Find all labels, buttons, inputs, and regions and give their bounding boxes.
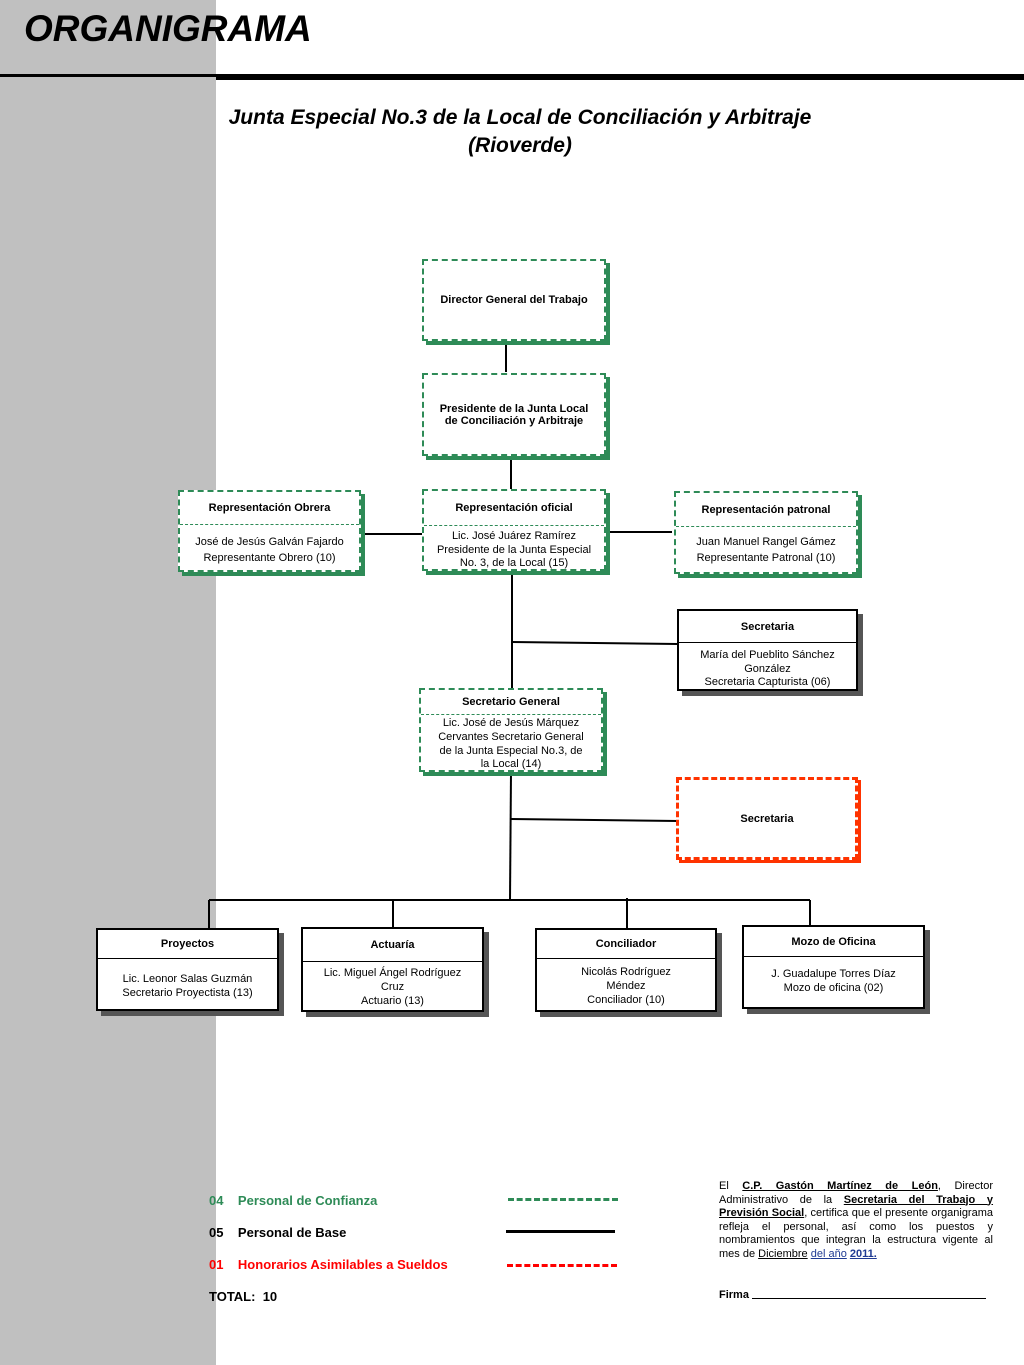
subtitle-line-1: Junta Especial No.3 de la Local de Conci… xyxy=(228,106,812,129)
box-actuaria-name: Lic. Miguel Ángel Rodríguez xyxy=(323,967,462,979)
cert-name: C.P. Gastón Martínez de León xyxy=(742,1180,938,1192)
left-sidebar-band xyxy=(0,0,216,1365)
box-oficial-name: Lic. José Juárez Ramírez xyxy=(451,530,577,542)
legend-base-count: 05 xyxy=(209,1225,224,1240)
box-conciliador-title: Conciliador xyxy=(537,930,715,959)
box-actuaria-name-2: Cruz xyxy=(380,981,405,993)
box-representacion-obrera: Representación Obrera José de Jesús Galv… xyxy=(178,490,361,572)
box-general-name-2: Cervantes Secretario General xyxy=(438,730,584,743)
box-secretaria2-title: Secretaria xyxy=(740,812,794,825)
box-proyectos: Proyectos Lic. Leonor Salas Guzmán Secre… xyxy=(96,928,279,1011)
box-proyectos-role: Secretario Proyectista (13) xyxy=(122,987,253,999)
cert-mes: Diciembre xyxy=(758,1247,808,1260)
box-secretaria1-name-2: González xyxy=(744,662,791,675)
firma-line xyxy=(752,1298,986,1299)
box-mozo-title: Mozo de Oficina xyxy=(744,927,923,957)
box-director-title: Director General del Trabajo xyxy=(440,294,588,306)
box-secretaria1-title: Secretaria xyxy=(679,611,856,643)
box-obrera-name: José de Jesús Galván Fajardo xyxy=(195,536,344,548)
chart-subtitle: Junta Especial No.3 de la Local de Conci… xyxy=(200,104,840,160)
header-rule-left xyxy=(0,74,216,77)
box-general-name: Lic. José de Jesús Márquez xyxy=(442,717,580,729)
box-mozo-role: Mozo de oficina (02) xyxy=(783,982,884,994)
page-title: ORGANIGRAMA xyxy=(24,8,312,49)
conn-secretaria1 xyxy=(511,641,679,645)
box-director-general: Director General del Trabajo xyxy=(422,259,606,341)
box-conciliador: Conciliador Nicolás Rodríguez Méndez Con… xyxy=(535,928,717,1012)
box-actuaria-title: Actuaría xyxy=(303,929,482,962)
box-actuaria: Actuaría Lic. Miguel Ángel Rodríguez Cru… xyxy=(301,927,484,1012)
cert-el: El xyxy=(719,1180,729,1192)
box-presidente-title: Presidente de la Junta Local de Concilia… xyxy=(439,402,589,427)
box-patronal-name: Juan Manuel Rangel Gámez xyxy=(696,536,836,548)
box-secretaria1-role: Secretaria Capturista (06) xyxy=(704,676,831,688)
box-obrera-role: Representante Obrero (10) xyxy=(203,552,336,564)
box-proyectos-title: Proyectos xyxy=(98,930,277,959)
legend-total: TOTAL: 10 xyxy=(209,1289,277,1304)
cert-del-anio: del año xyxy=(810,1247,847,1260)
legend-confianza-count: 04 xyxy=(209,1193,224,1208)
box-secretario-general: Secretario General Lic. José de Jesús Má… xyxy=(419,688,603,772)
conn-secretaria2 xyxy=(510,818,679,822)
legend-confianza-label: Personal de Confianza xyxy=(237,1193,378,1208)
firma-label: Firma xyxy=(719,1289,749,1301)
box-representacion-oficial: Representación oficial Lic. José Juárez … xyxy=(422,489,606,571)
box-general-title: Secretario General xyxy=(421,690,601,715)
box-oficial-title: Representación oficial xyxy=(424,491,604,526)
box-mozo-name: J. Guadalupe Torres Díaz xyxy=(771,968,896,980)
legend-honorarios-count: 01 xyxy=(209,1257,224,1272)
box-obrera-title: Representación Obrera xyxy=(180,492,359,525)
legend-base: 05 Personal de Base xyxy=(209,1225,346,1240)
box-general-role-2: la Local (14) xyxy=(480,758,542,771)
legend-base-label: Personal de Base xyxy=(237,1225,347,1240)
legend-total-value: 10 xyxy=(262,1289,278,1304)
cert-role: , Director Administrativo de la xyxy=(719,1180,993,1206)
cert-secretaria: Secretaria del Trabajo y Previsión Socia… xyxy=(719,1193,994,1220)
legend-total-label: TOTAL: xyxy=(209,1289,256,1304)
box-secretaria1-name: María del Pueblito Sánchez xyxy=(700,649,835,661)
box-proyectos-name: Lic. Leonor Salas Guzmán xyxy=(122,973,253,985)
legend-base-line xyxy=(506,1230,615,1233)
box-conciliador-name: Nicolás Rodríguez xyxy=(581,966,671,978)
box-secretaria-capturista: Secretaria María del Pueblito Sánchez Go… xyxy=(677,609,858,691)
box-patronal-role: Representante Patronal (10) xyxy=(696,552,836,564)
box-general-role: de la Junta Especial No.3, de xyxy=(439,744,583,757)
legend-honorarios: 01 Honorarios Asimilables a Sueldos xyxy=(209,1257,448,1272)
certification-text: El C.P. Gastón Martínez de León, Directo… xyxy=(719,1180,993,1261)
legend-honorarios-label: Honorarios Asimilables a Sueldos xyxy=(237,1257,448,1272)
legend-honorarios-line xyxy=(507,1264,617,1267)
conn-general-down xyxy=(509,771,512,901)
box-conciliador-name-2: Méndez xyxy=(606,980,646,992)
box-conciliador-role: Conciliador (10) xyxy=(587,994,665,1006)
box-oficial-role: Presidente de la Junta Especial xyxy=(436,543,592,556)
subtitle-line-2: (Rioverde) xyxy=(468,134,572,157)
box-mozo-oficina: Mozo de Oficina J. Guadalupe Torres Díaz… xyxy=(742,925,925,1009)
cert-anio: 2011. xyxy=(849,1247,877,1260)
legend-confianza: 04 Personal de Confianza xyxy=(209,1193,377,1208)
box-patronal-title: Representación patronal xyxy=(676,493,856,527)
cert-body: , certifica que el presente organigrama … xyxy=(719,1207,993,1260)
legend-confianza-line xyxy=(508,1198,618,1201)
box-representacion-patronal: Representación patronal Juan Manuel Rang… xyxy=(674,491,858,574)
box-oficial-role-2: No. 3, de la Local (15) xyxy=(459,557,569,569)
box-actuaria-role: Actuario (13) xyxy=(361,995,424,1007)
header-rule xyxy=(216,74,1024,80)
box-secretaria-honorarios: Secretaria xyxy=(676,777,858,860)
box-presidente: Presidente de la Junta Local de Concilia… xyxy=(422,373,606,456)
